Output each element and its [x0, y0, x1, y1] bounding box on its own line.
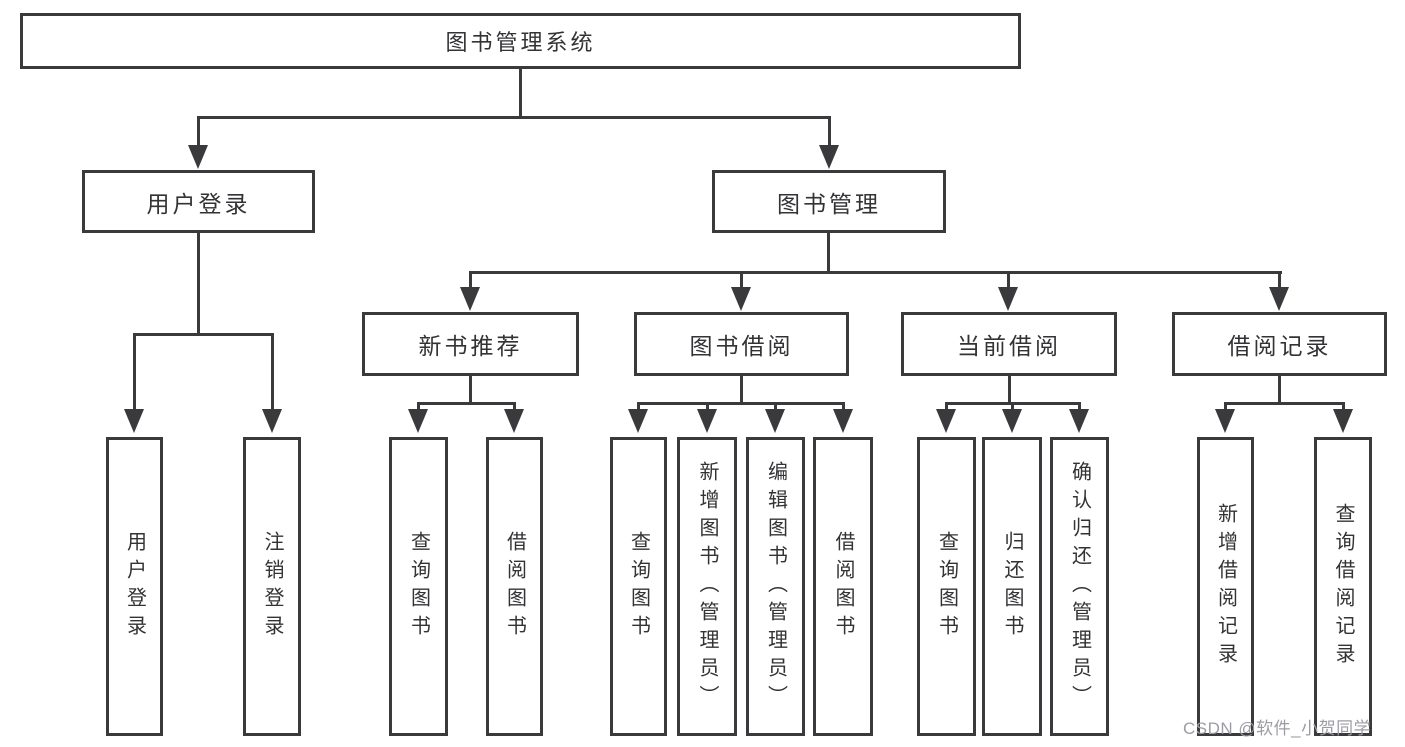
arrowhead-to-leaf-add-borrow-record — [1215, 409, 1235, 433]
arrowhead-to-leaf-confirm-return-admin — [1069, 409, 1089, 433]
arrowhead-to-leaf-borrow-books-recommend — [504, 409, 524, 433]
arrowhead-to-leaf-edit-books-admin — [765, 409, 785, 433]
node-current-borrowing: 当前借阅 — [901, 312, 1117, 376]
arrowhead-to-borrowing-records — [1269, 287, 1289, 311]
connector-root-stem — [519, 69, 522, 118]
leaf-logout: 注销登录 — [243, 437, 301, 736]
connector-currentborrow-drop-2 — [1011, 402, 1014, 411]
connector-currentborrow-drop-1 — [945, 402, 948, 411]
connector-newrec-drop-2 — [513, 402, 516, 411]
arrowhead-to-current-borrowing — [998, 287, 1018, 311]
arrowhead-to-leaf-logout — [262, 409, 282, 433]
connector-bookborrow-rail — [637, 402, 845, 405]
connector-bookborrow-drop-3 — [774, 402, 777, 411]
connector-bookmgmt-drop-1 — [469, 271, 472, 289]
connector-root-drop-left — [197, 116, 200, 147]
connector-userlogin-stem — [197, 233, 200, 335]
arrowhead-to-new-book-recommendation — [460, 287, 480, 311]
leaf-return-books: 归还图书 — [982, 437, 1042, 736]
arrowhead-to-leaf-add-books-admin — [697, 409, 717, 433]
node-book-management: 图书管理 — [712, 170, 946, 233]
connector-userlogin-drop-1 — [133, 333, 136, 411]
connector-bookborrow-drop-2 — [706, 402, 709, 411]
connector-bookborrow-drop-4 — [842, 402, 845, 411]
connector-currentborrow-stem — [1008, 376, 1011, 404]
connector-bookmgmt-drop-2 — [740, 271, 743, 289]
leaf-borrow-books-recommend: 借阅图书 — [486, 437, 543, 736]
connector-bookborrow-stem — [740, 376, 743, 404]
node-borrowing-records: 借阅记录 — [1172, 312, 1387, 376]
csdn-watermark: CSDN @软件_小贺同学 — [1183, 719, 1372, 738]
node-book-borrowing: 图书借阅 — [634, 312, 849, 376]
connector-records-drop-2 — [1342, 402, 1345, 411]
connector-bookmgmt-drop-4 — [1278, 271, 1281, 289]
arrowhead-to-book-management — [819, 145, 839, 169]
connector-newrec-drop-1 — [417, 402, 420, 411]
leaf-query-borrow-record: 查询借阅记录 — [1314, 437, 1372, 736]
connector-currentborrow-drop-3 — [1078, 402, 1081, 411]
leaf-confirm-return-admin: 确认归还（管理员） — [1050, 437, 1109, 736]
connector-records-stem — [1278, 376, 1281, 404]
arrowhead-to-user-login — [188, 145, 208, 169]
leaf-edit-books-admin: 编辑图书（管理员） — [746, 437, 805, 736]
connector-bookmgmt-drop-3 — [1007, 271, 1010, 289]
arrowhead-to-leaf-query-borrow-record — [1333, 409, 1353, 433]
leaf-borrow-books: 借阅图书 — [813, 437, 873, 736]
arrowhead-to-leaf-user-login — [124, 409, 144, 433]
connector-bookmgmt-stem — [827, 233, 830, 273]
leaf-query-books-recommend: 查询图书 — [389, 437, 448, 736]
node-root-library-system: 图书管理系统 — [20, 13, 1021, 69]
arrowhead-to-leaf-return-books — [1002, 409, 1022, 433]
arrowhead-to-leaf-query-books-recommend — [408, 409, 428, 433]
leaf-user-login: 用户登录 — [106, 437, 163, 736]
connector-bookmgmt-rail — [469, 271, 1282, 274]
arrowhead-to-book-borrowing — [731, 287, 751, 311]
connector-records-drop-1 — [1224, 402, 1227, 411]
node-user-login: 用户登录 — [82, 170, 315, 233]
leaf-add-borrow-record: 新增借阅记录 — [1197, 437, 1254, 736]
leaf-add-books-admin: 新增图书（管理员） — [677, 437, 737, 736]
connector-userlogin-rail — [133, 333, 274, 336]
connector-root-rail — [197, 116, 831, 119]
node-new-book-recommendation: 新书推荐 — [362, 312, 579, 376]
connector-root-drop-right — [828, 116, 831, 147]
arrowhead-to-leaf-borrow-books — [833, 409, 853, 433]
leaf-query-books-borrowing: 查询图书 — [610, 437, 667, 736]
connector-userlogin-drop-2 — [271, 333, 274, 411]
arrowhead-to-leaf-query-books-current — [936, 409, 956, 433]
connector-bookborrow-drop-1 — [637, 402, 640, 411]
connector-records-rail — [1224, 402, 1345, 405]
arrowhead-to-leaf-query-books-borrowing — [628, 409, 648, 433]
leaf-query-books-current: 查询图书 — [917, 437, 976, 736]
connector-newrec-rail — [417, 402, 516, 405]
connector-newrec-stem — [469, 376, 472, 404]
